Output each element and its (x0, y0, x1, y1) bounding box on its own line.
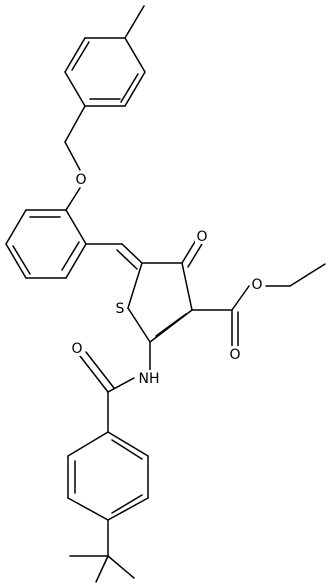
thiophene-ring (127, 262, 193, 343)
ketone-double-bond-a (181, 239, 197, 264)
ketone-oxygen-atom: O (195, 228, 209, 245)
ester-single-oxygen-atom: O (250, 276, 265, 293)
tbutyl-methyl-right (107, 555, 135, 579)
amide-nitrogen-atom: NH (136, 370, 162, 387)
ester-double-oxygen-label: O (229, 347, 240, 363)
ester-single-oxygen-label: O (251, 277, 262, 293)
ester-c-o-single (231, 285, 250, 311)
middle-benzene-ring (5, 209, 87, 279)
amide-oxygen-label: O (71, 341, 82, 357)
amide-c-o-double-b (85, 351, 115, 389)
methyl-bond (124, 5, 145, 39)
amide-c-o-double-a (79, 355, 109, 393)
upper-benzene-ring (64, 37, 146, 107)
atom-label-layer: O O S O O NH O (70, 171, 265, 387)
ring-sulfur-atom: S (113, 300, 127, 317)
ring-sulfur-label: S (116, 301, 125, 317)
amide-nitrogen-label: NH (139, 371, 160, 387)
ethyl-bond (289, 263, 326, 287)
ch2-oxygen-bond (64, 141, 81, 171)
ether-oxygen-label: O (75, 172, 86, 188)
ester-double-oxygen-atom: O (228, 346, 242, 363)
ketone-oxygen-label: O (196, 229, 207, 245)
oxygen-aryl-bond (65, 187, 81, 211)
exocyclic-double-bond-a (121, 243, 143, 264)
benzyl-ch2-bond (64, 105, 86, 143)
lower-benzene-ring (67, 431, 149, 521)
tbutyl-methyl-bottom (95, 555, 109, 583)
nh-carbonyl-bond (107, 377, 135, 393)
ether-oxygen-atom: O (74, 171, 88, 188)
exocyclic-double-bond-b (116, 249, 138, 270)
ketone-double-bond-b (187, 243, 203, 268)
amide-oxygen-atom: O (70, 340, 84, 357)
bond-layer (5, 5, 326, 583)
